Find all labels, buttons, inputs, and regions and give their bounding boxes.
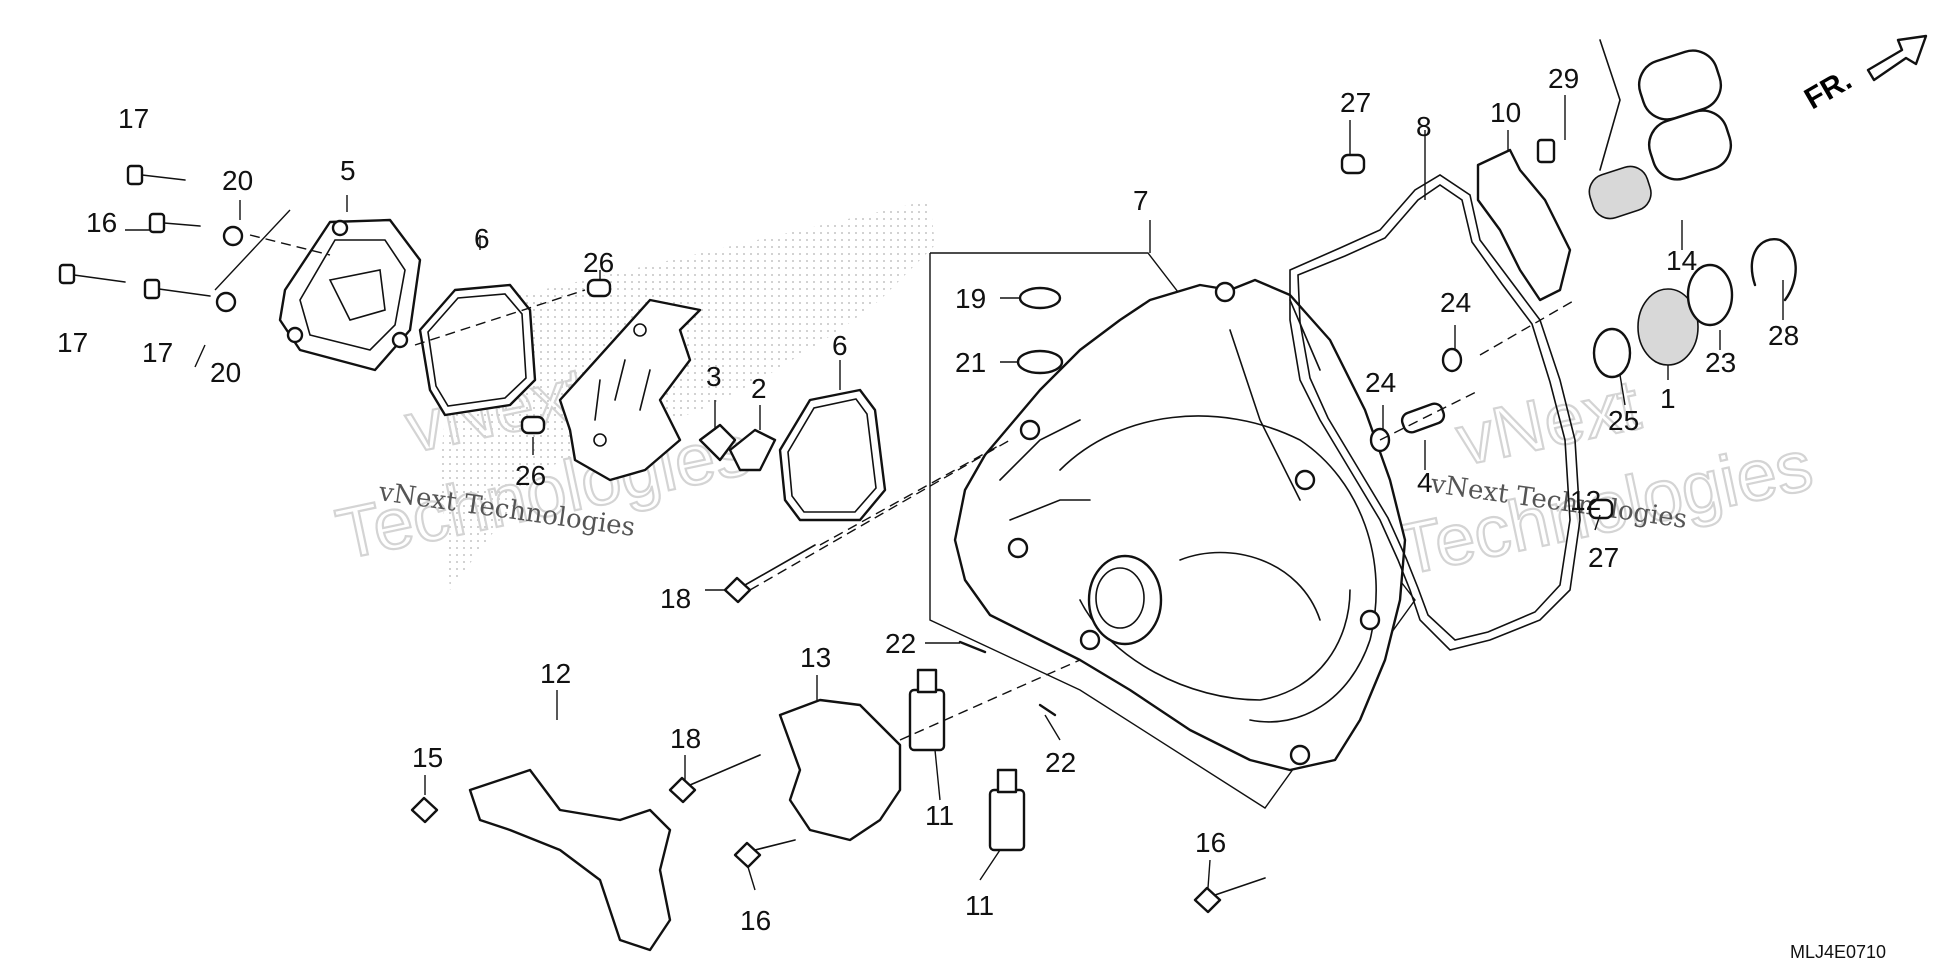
callout-27-right: 27 xyxy=(1588,542,1619,573)
bolt-18-bottom xyxy=(668,754,761,804)
pin-22-bottom xyxy=(1038,703,1057,717)
callout-1: 1 xyxy=(1660,383,1676,414)
callout-25: 25 xyxy=(1608,405,1639,436)
washer-20-top xyxy=(222,225,244,247)
bolt-16-bottom-right xyxy=(1193,877,1266,914)
callout-28: 28 xyxy=(1768,320,1799,351)
callout-11-top: 11 xyxy=(925,800,954,831)
switch-11-bottom xyxy=(988,768,1026,852)
dowel-27-top xyxy=(1340,153,1366,175)
callout-12-right: 12 xyxy=(1570,485,1601,516)
ring-23 xyxy=(1686,263,1734,327)
callout-17-right: 17 xyxy=(142,337,173,368)
side-cover-7 xyxy=(953,278,1407,772)
callout-24-upper: 24 xyxy=(1440,287,1471,318)
callout-7: 7 xyxy=(1133,185,1149,216)
sleeve-14 xyxy=(1588,39,1733,220)
bracket-10 xyxy=(1476,148,1572,302)
callout-27-top: 27 xyxy=(1340,87,1371,118)
callout-17-top: 17 xyxy=(118,103,149,134)
callout-23: 23 xyxy=(1705,347,1736,378)
callout-12-left: 12 xyxy=(540,658,571,689)
seal-3 xyxy=(698,423,737,462)
circlip-28 xyxy=(1750,238,1797,302)
bolt-17-top xyxy=(126,164,186,186)
dowel-26-top xyxy=(586,278,612,298)
callout-24-lower: 24 xyxy=(1365,367,1396,398)
cover-plate-5 xyxy=(278,218,422,372)
bolt-17-right xyxy=(143,278,211,300)
dowel-27-right xyxy=(1588,498,1614,520)
callout-6-right: 6 xyxy=(832,330,848,361)
bolt-15 xyxy=(410,796,439,824)
callout-16-top: 16 xyxy=(86,207,117,238)
callout-20-top: 20 xyxy=(222,165,253,196)
callout-26-bottom: 26 xyxy=(515,460,546,491)
callout-26-top: 26 xyxy=(583,247,614,278)
oring-2 xyxy=(728,428,777,472)
gasket-6-left xyxy=(418,283,537,417)
bolt-29 xyxy=(1536,138,1556,164)
bolt-16-top xyxy=(148,212,201,234)
svg-text:FR.: FR. xyxy=(1799,63,1857,116)
callout-labels: 17 20 5 16 17 17 20 6 26 26 3 2 6 7 19 2… xyxy=(57,63,1799,936)
gasket-8 xyxy=(1289,174,1581,651)
callout-20-bottom: 20 xyxy=(210,357,241,388)
bolt-18-mid xyxy=(723,544,816,604)
callout-8: 8 xyxy=(1416,111,1432,142)
bracket-13 xyxy=(778,698,902,842)
callout-22-bottom: 22 xyxy=(1045,747,1076,778)
callout-10: 10 xyxy=(1490,97,1521,128)
washer-20-bottom xyxy=(215,291,237,313)
callout-17-left: 17 xyxy=(57,327,88,358)
assembly-box xyxy=(929,252,1416,809)
bracket-12-lower xyxy=(468,768,672,952)
bolt-17-left xyxy=(58,263,126,285)
callout-13: 13 xyxy=(800,642,831,673)
oring-25 xyxy=(1592,327,1632,379)
drawing-code: MLJ4E0710 xyxy=(1790,942,1886,962)
washer-21 xyxy=(1016,349,1064,375)
front-arrow-icon: FR. xyxy=(1799,34,1928,116)
callout-5: 5 xyxy=(340,155,356,186)
callout-16-bottom-right: 16 xyxy=(1195,827,1226,858)
washer-24-upper xyxy=(1441,347,1463,373)
callout-21: 21 xyxy=(955,347,986,378)
callout-14: 14 xyxy=(1666,245,1697,276)
pin-22-top xyxy=(958,640,987,654)
callout-6-left: 6 xyxy=(474,223,490,254)
callout-22-top: 22 xyxy=(885,628,916,659)
callout-2: 2 xyxy=(751,373,767,404)
callout-18-bottom: 18 xyxy=(670,723,701,754)
callout-3: 3 xyxy=(706,361,722,392)
switch-11-top xyxy=(908,668,946,752)
callout-29: 29 xyxy=(1548,63,1579,94)
gasket-8-inner xyxy=(1297,184,1571,641)
callout-18-mid: 18 xyxy=(660,583,691,614)
callout-11-bottom: 11 xyxy=(965,890,994,921)
dowel-26-bottom xyxy=(520,415,546,435)
callout-19: 19 xyxy=(955,283,986,314)
plate-12 xyxy=(558,298,702,482)
plug-19 xyxy=(1018,286,1062,310)
callout-16-bottom-left: 16 xyxy=(740,905,771,936)
leader-lines xyxy=(125,95,1784,891)
watermark-dot-band xyxy=(440,200,935,590)
callout-4: 4 xyxy=(1417,467,1433,498)
callout-15: 15 xyxy=(412,742,443,773)
bolt-16-bottom-left xyxy=(733,839,796,869)
alignment-lines xyxy=(249,234,1576,741)
